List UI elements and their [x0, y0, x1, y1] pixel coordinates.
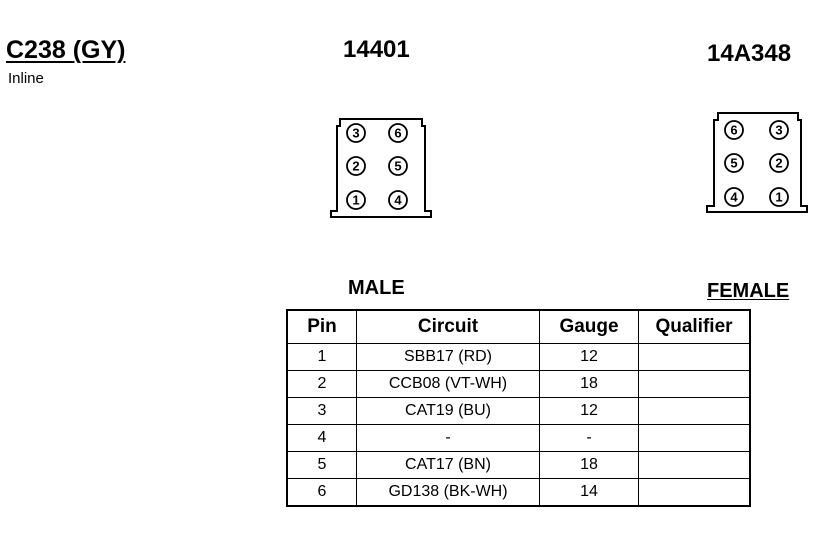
- connector-type: Inline: [8, 70, 44, 87]
- cell-circuit: -: [356, 424, 540, 452]
- female-part-number: 14A348: [707, 40, 792, 67]
- cell-pin: 6: [286, 478, 357, 507]
- pin-cavity: 6: [388, 123, 408, 143]
- pin-number: 6: [730, 123, 737, 138]
- header-gauge: Gauge: [539, 309, 639, 344]
- connector-id: C238 (GY): [6, 36, 126, 64]
- pin-cavity: 6: [724, 120, 744, 140]
- pin-cavity: 4: [724, 187, 744, 207]
- pin-number: 1: [775, 190, 782, 205]
- male-label: MALE: [348, 277, 405, 299]
- pin-number: 4: [394, 193, 402, 208]
- pin-cavity: 3: [346, 123, 366, 143]
- pin-number: 5: [730, 156, 737, 171]
- pin-number: 3: [775, 123, 782, 138]
- cell-gauge: -: [539, 424, 639, 452]
- female-label: FEMALE: [707, 280, 790, 302]
- pin-cavity: 3: [769, 120, 789, 140]
- cell-pin: 2: [286, 370, 357, 398]
- header-qualifier: Qualifier: [638, 309, 751, 344]
- cell-circuit: GD138 (BK-WH): [356, 478, 540, 507]
- cell-gauge: 18: [539, 370, 639, 398]
- male-part-number: 14401: [343, 36, 410, 63]
- cell-qualifier: [638, 424, 751, 452]
- male-connector-face: 3 6 2 5 1 4: [330, 118, 432, 218]
- pin-number: 2: [775, 156, 782, 171]
- cell-pin: 5: [286, 451, 357, 479]
- pin-table-header: Pin Circuit Gauge Qualifier: [286, 309, 751, 344]
- pin-cavity: 5: [724, 153, 744, 173]
- pin-number: 2: [352, 159, 359, 174]
- pin-cavity: 5: [388, 156, 408, 176]
- cell-qualifier: [638, 343, 751, 371]
- cell-gauge: 12: [539, 343, 639, 371]
- pin-number: 3: [352, 126, 359, 141]
- pin-number: 1: [352, 193, 359, 208]
- header-circuit: Circuit: [356, 309, 540, 344]
- pin-number: 6: [394, 126, 401, 141]
- cell-qualifier: [638, 451, 751, 479]
- cell-qualifier: [638, 370, 751, 398]
- cell-circuit: CCB08 (VT-WH): [356, 370, 540, 398]
- female-connector-face: 6 3 5 2 4 1: [706, 112, 808, 213]
- pin-cavity: 4: [388, 190, 408, 210]
- pin-number: 5: [394, 159, 401, 174]
- cell-circuit: CAT17 (BN): [356, 451, 540, 479]
- table-row: 4--: [286, 424, 751, 452]
- cell-qualifier: [638, 397, 751, 425]
- cell-gauge: 18: [539, 451, 639, 479]
- cell-pin: 3: [286, 397, 357, 425]
- pin-cavity: 1: [769, 187, 789, 207]
- pin-cavity: 1: [346, 190, 366, 210]
- header-pin: Pin: [286, 309, 357, 344]
- pin-cavity: 2: [346, 156, 366, 176]
- cell-circuit: CAT19 (BU): [356, 397, 540, 425]
- cell-circuit: SBB17 (RD): [356, 343, 540, 371]
- cell-pin: 4: [286, 424, 357, 452]
- cell-gauge: 12: [539, 397, 639, 425]
- pin-number: 4: [730, 190, 738, 205]
- pin-cavity: 2: [769, 153, 789, 173]
- cell-gauge: 14: [539, 478, 639, 507]
- cell-pin: 1: [286, 343, 357, 371]
- cell-qualifier: [638, 478, 751, 507]
